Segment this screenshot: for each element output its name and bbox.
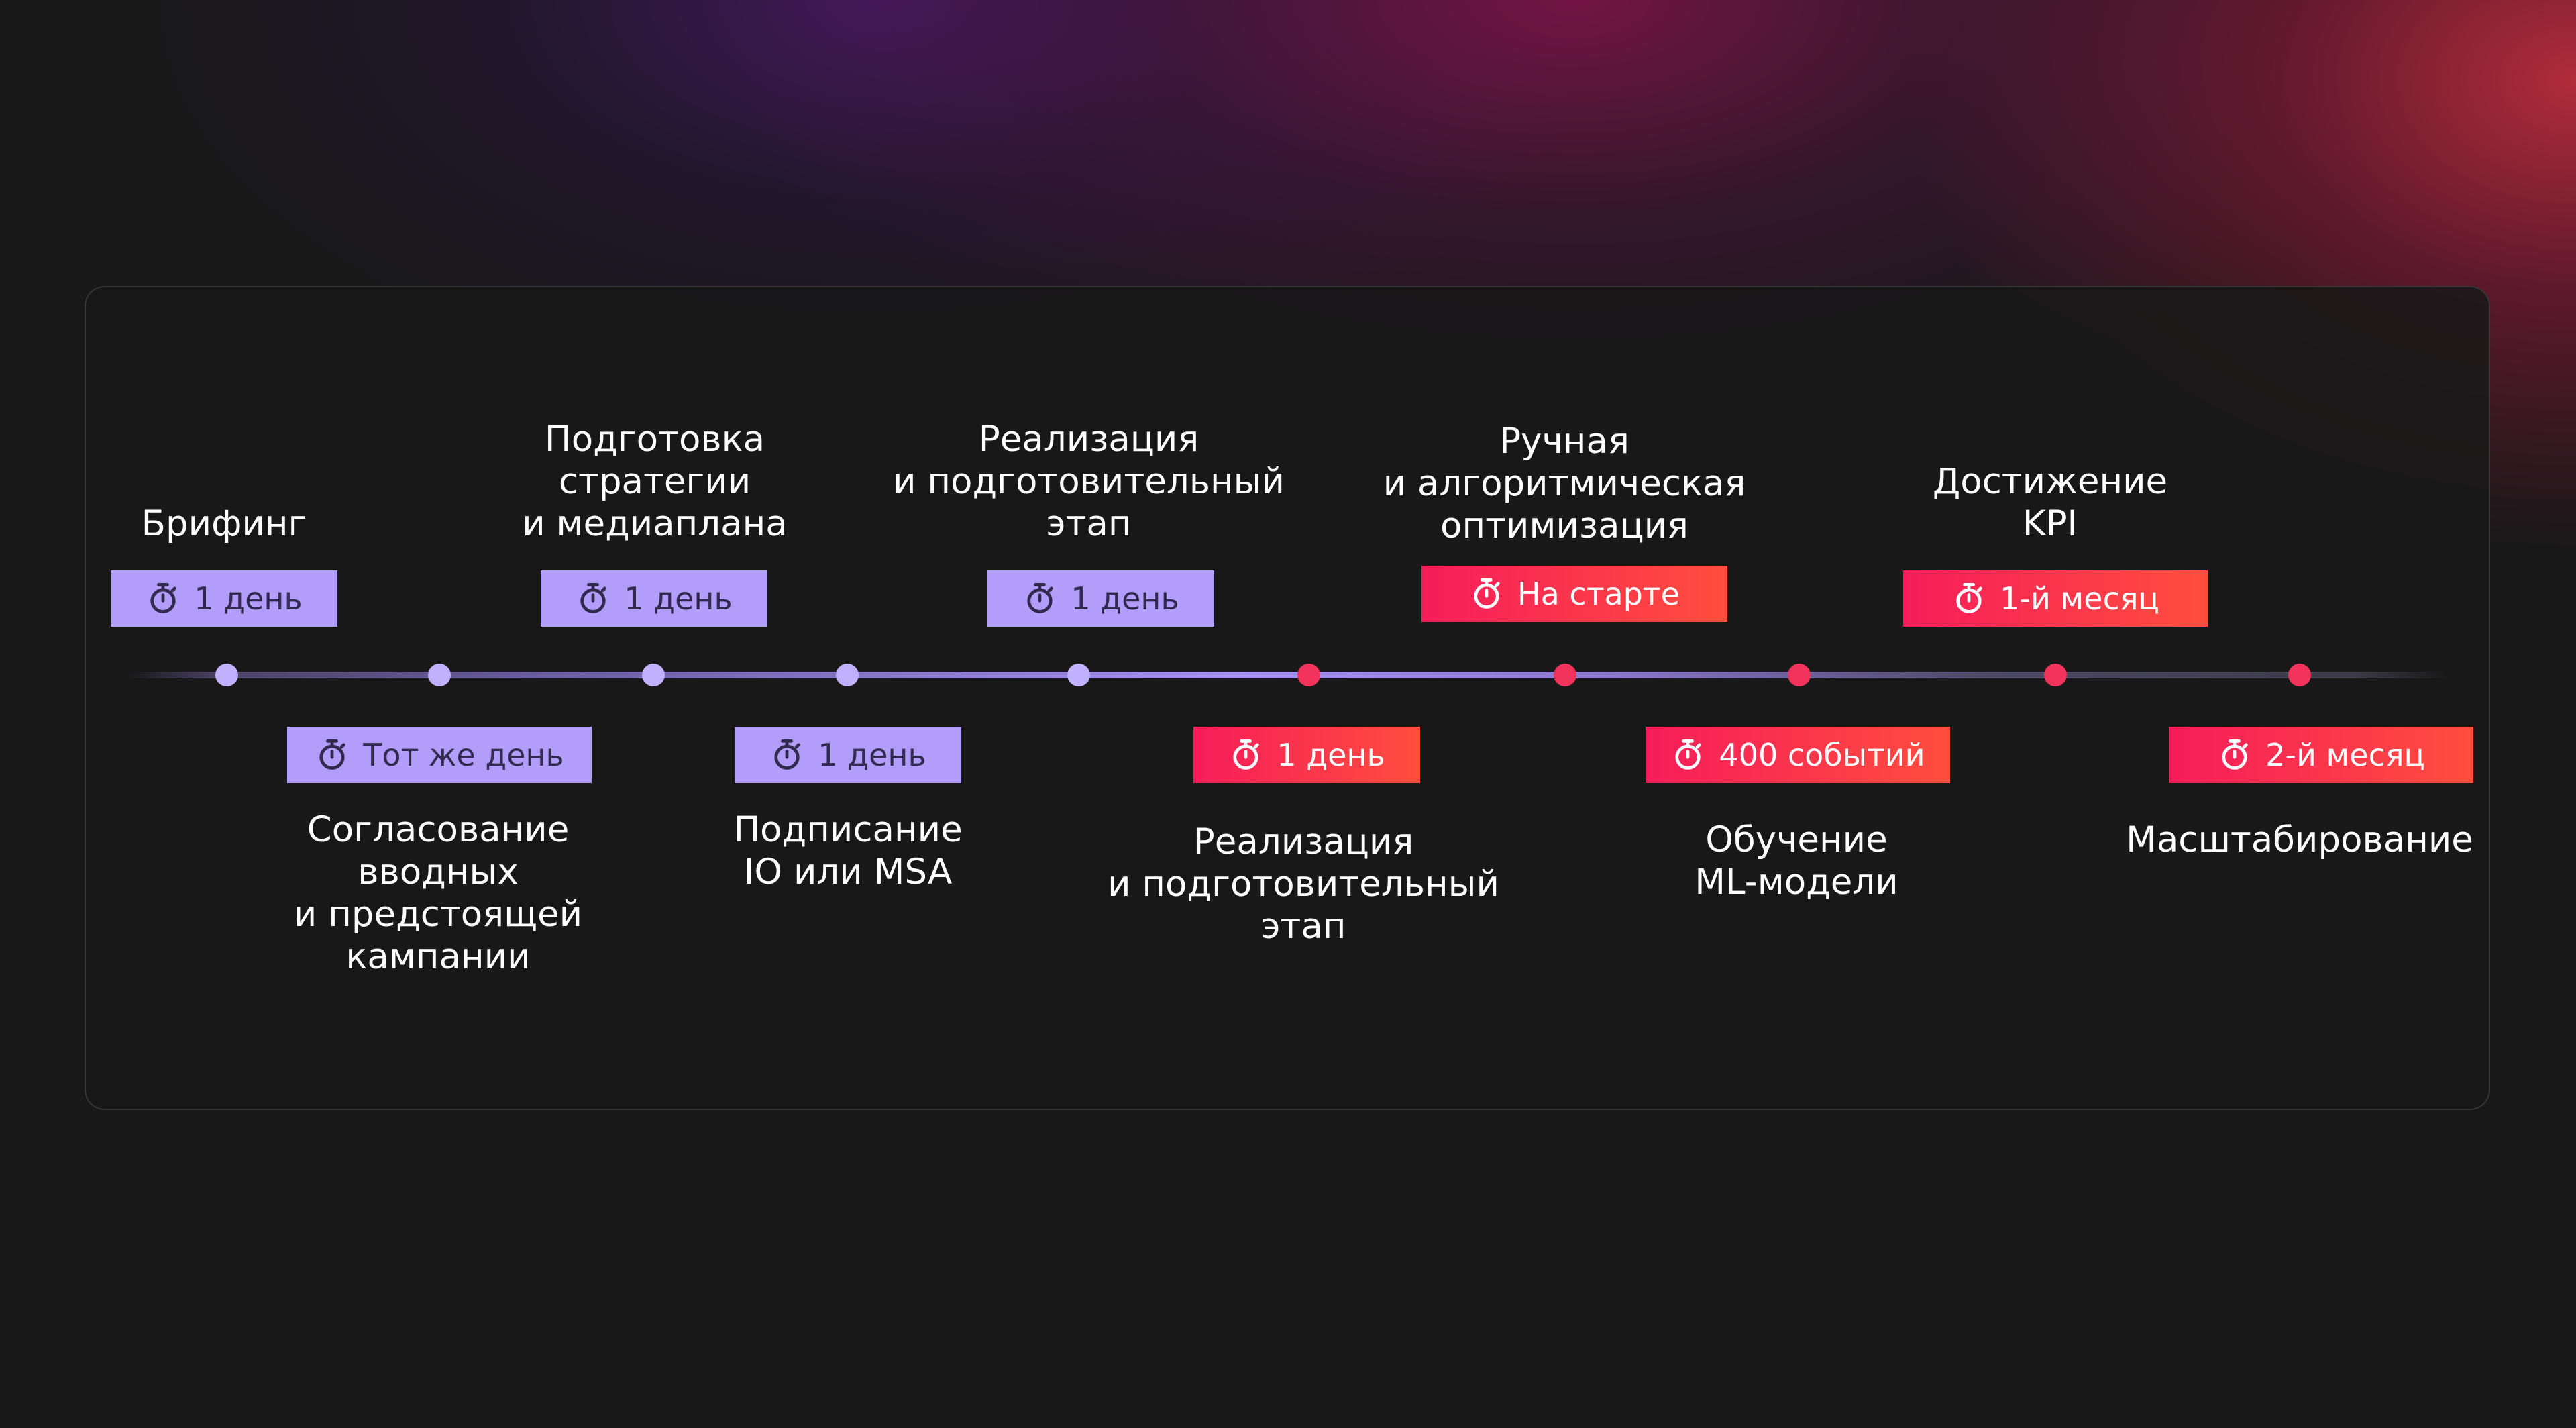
step-4-title: Подписание IO или MSA	[733, 809, 963, 892]
step-8-duration: 400 событий	[1719, 737, 1925, 773]
stopwatch-icon	[315, 737, 350, 772]
step-9-title: Достижение KPI	[1932, 461, 2168, 544]
step-4-duration: 1 день	[818, 737, 926, 773]
step-6-dot	[1297, 664, 1320, 686]
stopwatch-icon	[146, 581, 180, 616]
step-4-badge: 1 день	[735, 727, 961, 783]
timeline-line	[127, 672, 2449, 678]
step-9-duration: 1-й месяц	[2000, 580, 2159, 617]
step-1-duration: 1 день	[194, 580, 303, 617]
stopwatch-icon	[1469, 576, 1504, 611]
step-3-duration: 1 день	[624, 580, 733, 617]
timeline-panel	[85, 286, 2490, 1110]
step-2-badge: Тот же день	[287, 727, 592, 783]
step-5-badge: 1 день	[987, 570, 1214, 627]
step-7-dot	[1554, 664, 1576, 686]
step-3-badge: 1 день	[541, 570, 767, 627]
step-1-badge: 1 день	[111, 570, 337, 627]
step-10-badge: 2-й месяц	[2169, 727, 2473, 783]
stopwatch-icon	[769, 737, 804, 772]
step-10-duration: 2-й месяц	[2265, 737, 2425, 773]
step-9-dot	[2044, 664, 2067, 686]
step-5-duration: 1 день	[1071, 580, 1179, 617]
step-3-title: Подготовка стратегии и медиаплана	[522, 419, 788, 544]
step-7-title: Ручная и алгоритмическая оптимизация	[1383, 421, 1746, 546]
step-4-dot	[836, 664, 859, 686]
step-5-dot	[1067, 664, 1090, 686]
step-3-dot	[642, 664, 665, 686]
step-1-dot	[215, 664, 238, 686]
step-8-badge: 400 событий	[1646, 727, 1950, 783]
step-9-badge: 1-й месяц	[1903, 570, 2208, 627]
stopwatch-icon	[1022, 581, 1057, 616]
step-1-title: Брифинг	[141, 503, 307, 544]
step-5-title: Реализация и подготовительный этап	[893, 419, 1285, 544]
step-6-badge: 1 день	[1193, 727, 1420, 783]
step-6-duration: 1 день	[1277, 737, 1385, 773]
stopwatch-icon	[1228, 737, 1263, 772]
step-2-dot	[428, 664, 451, 686]
step-7-duration: На старте	[1517, 576, 1680, 612]
stopwatch-icon	[1951, 581, 1986, 616]
stopwatch-icon	[576, 581, 610, 616]
step-10-dot	[2288, 664, 2311, 686]
step-2-duration: Тот же день	[363, 737, 564, 773]
step-10-title: Масштабирование	[2126, 819, 2473, 860]
step-2-title: Согласование вводных и предстоящей кампа…	[293, 809, 583, 977]
stopwatch-icon	[2217, 737, 2252, 772]
step-7-badge: На старте	[1421, 566, 1727, 622]
stopwatch-icon	[1670, 737, 1705, 772]
step-8-dot	[1788, 664, 1811, 686]
step-8-title: Обучение ML-модели	[1695, 819, 1898, 903]
step-6-title: Реализация и подготовительный этап	[1108, 821, 1499, 947]
